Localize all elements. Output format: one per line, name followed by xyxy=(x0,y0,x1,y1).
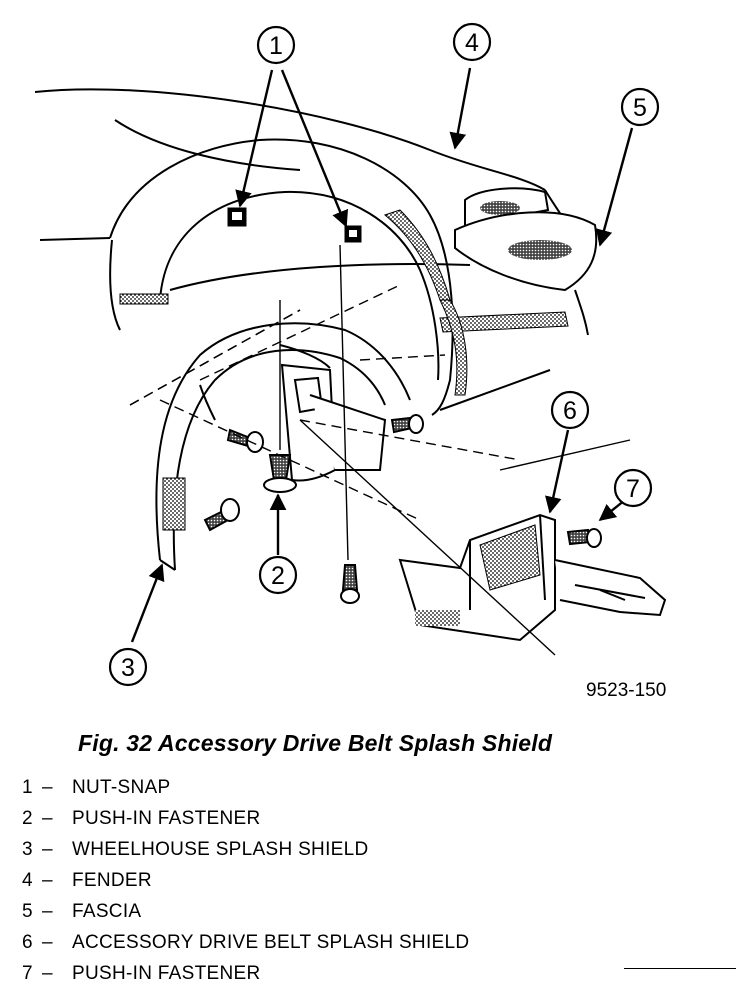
legend-dash: – xyxy=(42,838,53,860)
nut-snap-left xyxy=(227,207,247,227)
shield-lower-stripe xyxy=(162,477,186,531)
fascia xyxy=(454,187,598,336)
legend-item: 5–FASCIA xyxy=(22,896,469,927)
callout-1: 1 xyxy=(256,25,296,65)
callout-6: 6 xyxy=(550,390,590,430)
callout-3-label: 3 xyxy=(121,654,135,682)
legend-label: WHEELHOUSE SPLASH SHIELD xyxy=(72,838,369,860)
callout-5-label: 5 xyxy=(633,94,647,122)
callout-7-label: 7 xyxy=(626,475,640,503)
legend-label: PUSH-IN FASTENER xyxy=(72,962,261,984)
callout-6-label: 6 xyxy=(563,397,577,425)
callout-1-label: 1 xyxy=(269,32,283,60)
legend-dash: – xyxy=(42,807,53,829)
nut-snap-right xyxy=(344,225,362,243)
legend-number: 4 xyxy=(22,869,33,891)
callout-7: 7 xyxy=(613,468,653,508)
legend-number: 6 xyxy=(22,931,33,953)
legend-number: 7 xyxy=(22,962,33,984)
wheelhouse-edge xyxy=(383,209,451,301)
legend-label: PUSH-IN FASTENER xyxy=(72,807,261,829)
legend-item: 4–FENDER xyxy=(22,865,469,896)
legend-item: 7–PUSH-IN FASTENER xyxy=(22,958,469,989)
legend-item: 1–NUT-SNAP xyxy=(22,772,469,803)
exploded-view-diagram: 1 2 3 4 5 6 7 xyxy=(34,22,667,687)
legend-item: 6–ACCESSORY DRIVE BELT SPLASH SHIELD xyxy=(22,927,469,958)
fascia-crease-stripe xyxy=(439,311,569,333)
inner-shield-panel xyxy=(280,363,387,482)
legend-number: 3 xyxy=(22,838,33,860)
legend-dash: – xyxy=(42,962,53,984)
callout-2-label: 2 xyxy=(271,562,285,590)
legend-item: 3–WHEELHOUSE SPLASH SHIELD xyxy=(22,834,469,865)
callout-4: 4 xyxy=(452,22,492,62)
callout-4-label: 4 xyxy=(465,29,479,57)
figure-caption: Fig. 32 Accessory Drive Belt Splash Shie… xyxy=(78,730,553,756)
legend-dash: – xyxy=(42,776,53,798)
screw-lower-left xyxy=(203,498,240,532)
figure-number: 9523-150 xyxy=(586,680,667,701)
legend-label: FENDER xyxy=(72,869,152,891)
bottom-rule xyxy=(624,968,736,969)
push-in-fastener-2 xyxy=(263,454,297,493)
legend-label: FASCIA xyxy=(72,900,142,922)
legend-number: 1 xyxy=(22,776,33,798)
alignment-lines xyxy=(129,284,521,521)
legend-label: ACCESSORY DRIVE BELT SPLASH SHIELD xyxy=(72,931,470,953)
legend-dash: – xyxy=(42,900,53,922)
push-in-fastener-7 xyxy=(566,528,602,548)
leader-arrows xyxy=(130,67,634,643)
callout-5: 5 xyxy=(620,87,660,127)
parts-legend: 1–NUT-SNAP 2–PUSH-IN FASTENER 3–WHEELHOU… xyxy=(22,772,469,989)
callout-3: 3 xyxy=(108,647,148,687)
fender-crease-stripe xyxy=(119,293,169,305)
legend-number: 5 xyxy=(22,900,33,922)
legend-label: NUT-SNAP xyxy=(72,776,171,798)
screw-bottom xyxy=(340,564,360,604)
screw-center xyxy=(390,414,424,434)
fender xyxy=(34,88,581,416)
legend-number: 2 xyxy=(22,807,33,829)
legend-item: 2–PUSH-IN FASTENER xyxy=(22,803,469,834)
callout-2: 2 xyxy=(258,555,298,595)
legend-dash: – xyxy=(42,931,53,953)
legend-dash: – xyxy=(42,869,53,891)
